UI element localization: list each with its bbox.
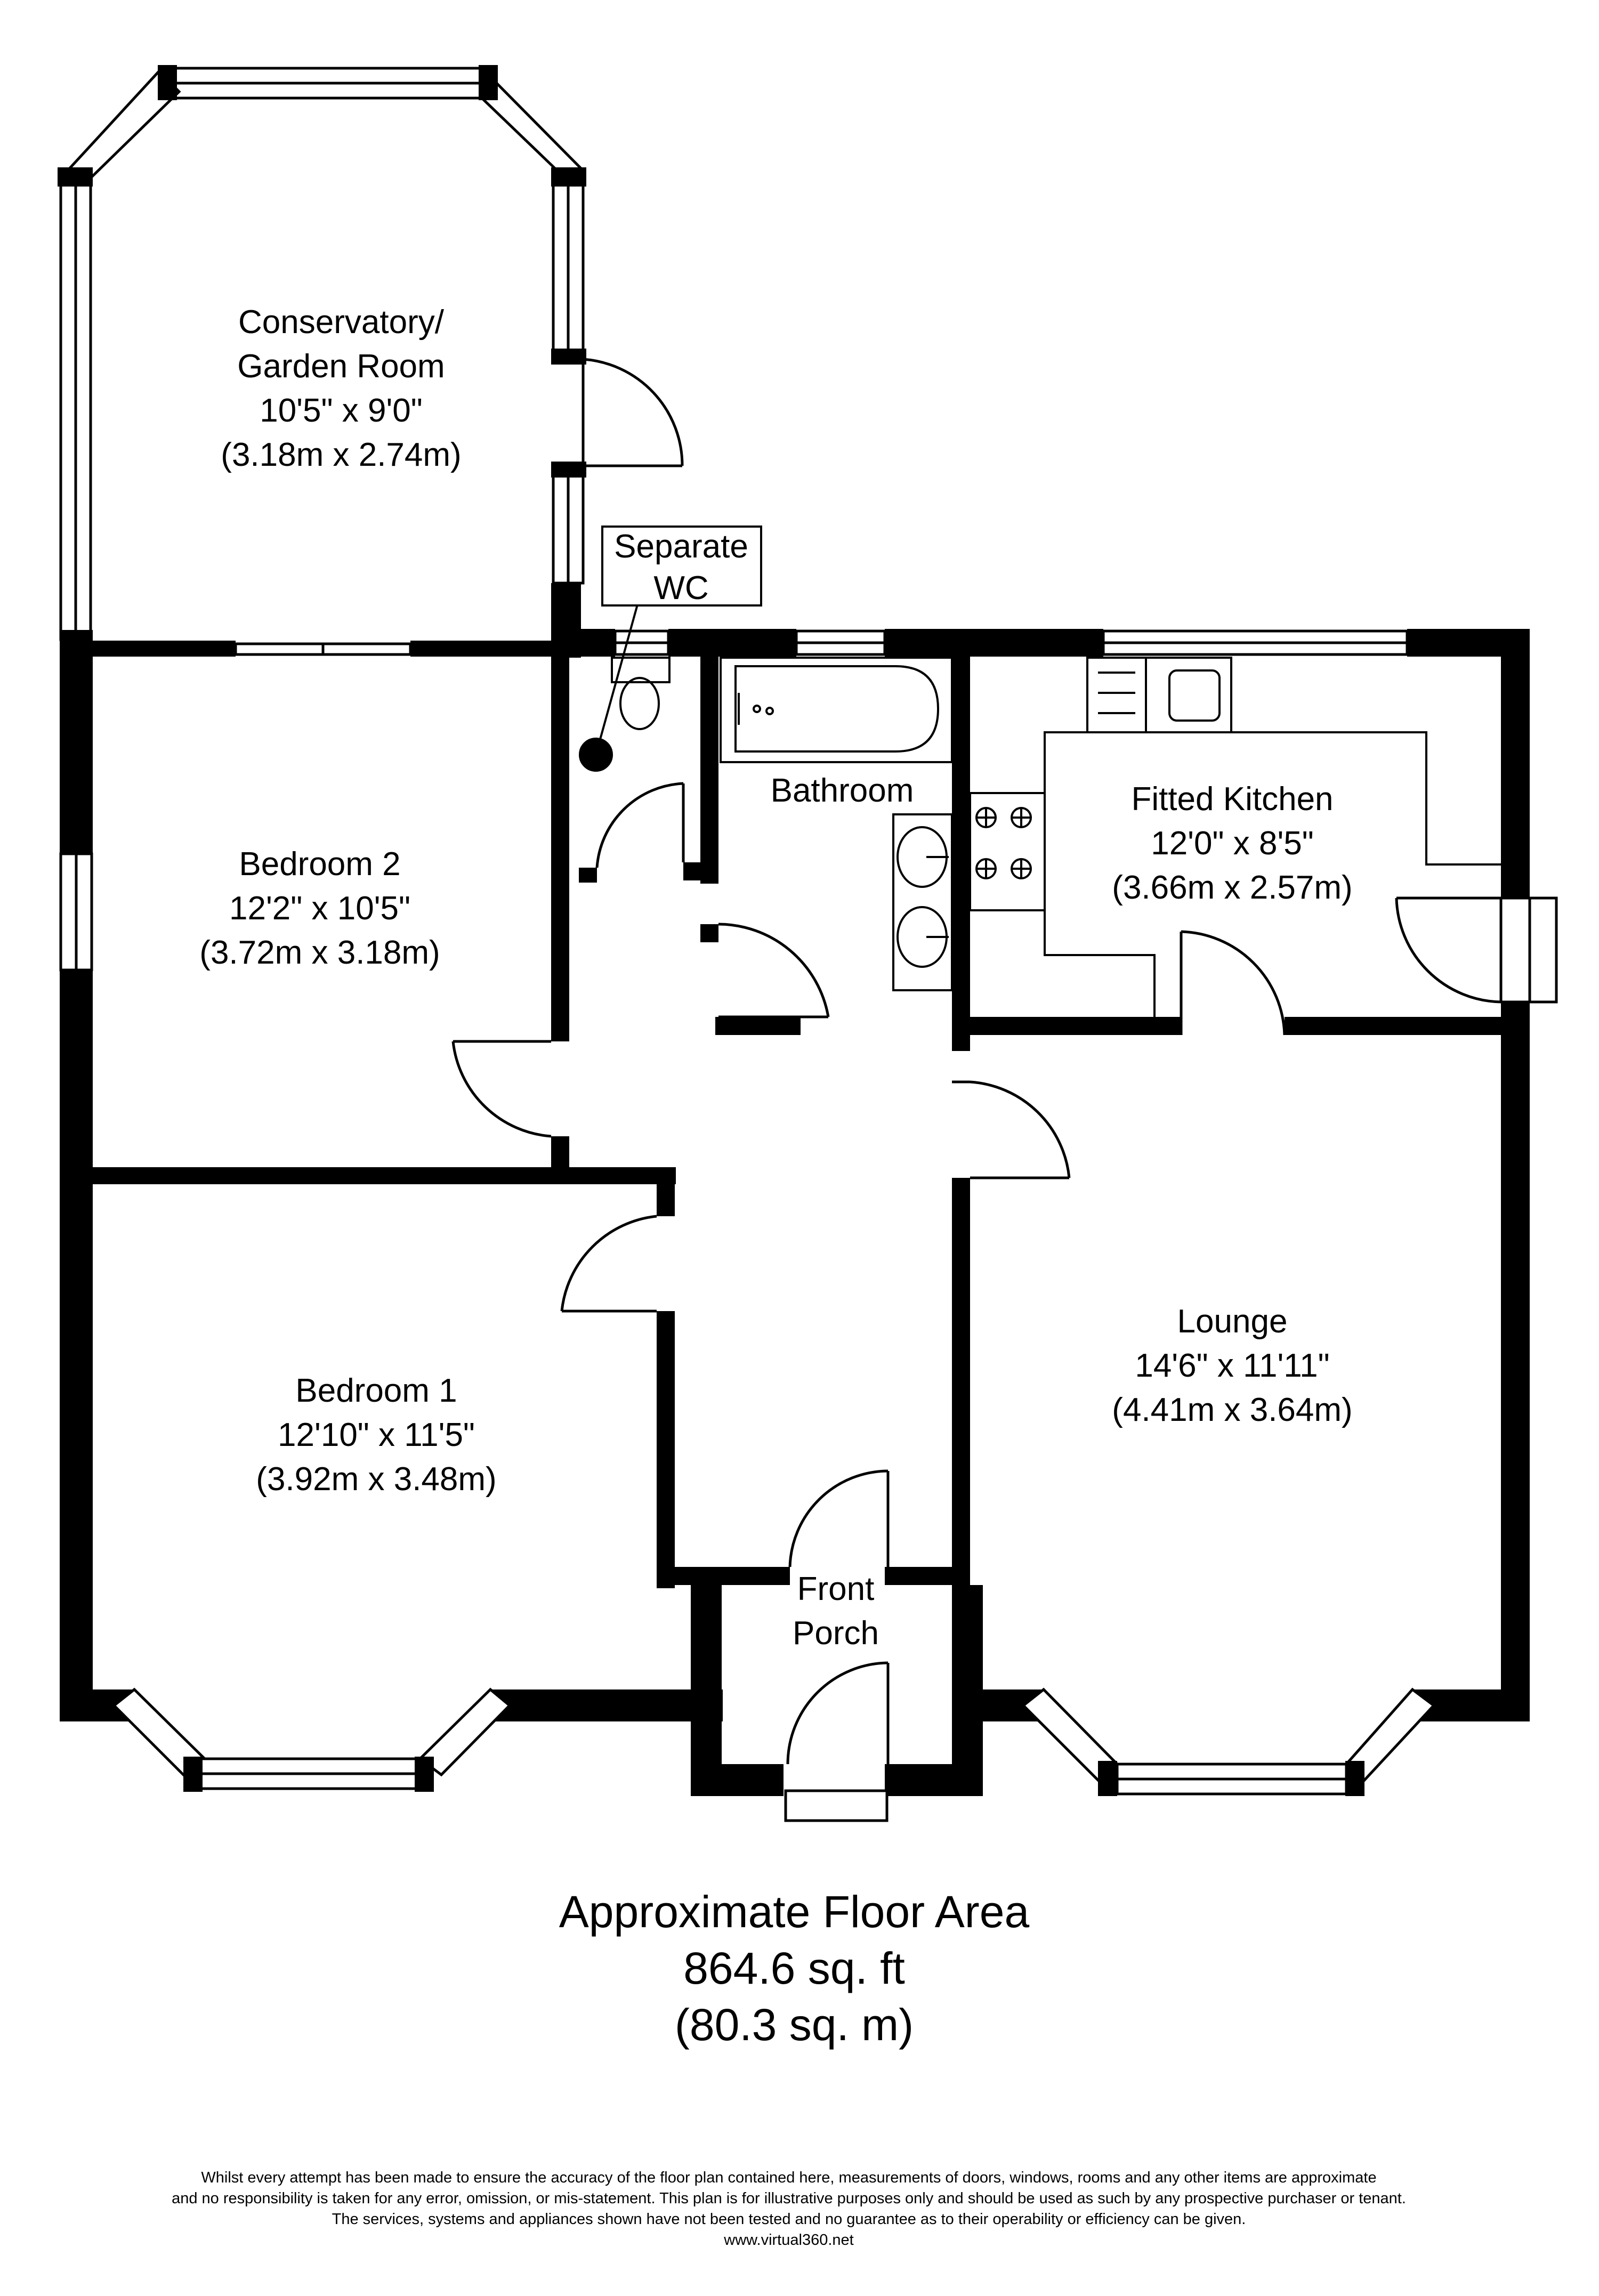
bedroom2-window <box>59 852 93 972</box>
bedroom1-metric: (3.92m x 3.48m) <box>256 1461 496 1498</box>
bedroom1-name: Bedroom 1 <box>295 1372 457 1409</box>
disclaimer: Whilst every attempt has been made to en… <box>172 2169 1406 2249</box>
floor-area-metric: (80.3 sq. m) <box>675 2000 914 2050</box>
wc-icon <box>579 526 762 772</box>
porch-name-line2: Porch <box>793 1615 879 1652</box>
lounge-metric: (4.41m x 3.64m) <box>1112 1392 1352 1428</box>
floor-area: Approximate Floor Area 864.6 sq. ft (80.… <box>559 1887 1030 2050</box>
kitchen-imperial: 12'0" x 8'5" <box>1151 825 1314 862</box>
lounge-label: Lounge 14'6" x 11'11" (4.41m x 3.64m) <box>1112 1303 1352 1428</box>
main-walls <box>60 583 1530 1796</box>
kitchen-side-door <box>1395 896 1558 1004</box>
lounge-bay-pillars <box>1098 1761 1364 1796</box>
floor-area-imperial: 864.6 sq. ft <box>683 1943 905 1993</box>
bedroom2-imperial: 12'2" x 10'5" <box>229 890 410 927</box>
bath-icon <box>720 657 953 763</box>
porch-label: Front Porch <box>793 1571 879 1652</box>
disclaimer-website: www.virtual360.net <box>723 2232 853 2249</box>
bedroom1-imperial: 12'10" x 11'5" <box>278 1417 475 1453</box>
bedroom2-name: Bedroom 2 <box>239 846 400 883</box>
floor-area-title: Approximate Floor Area <box>559 1887 1030 1937</box>
top-windows <box>613 629 1409 656</box>
disclaimer-line3: The services, systems and appliances sho… <box>332 2211 1246 2228</box>
bedroom2-label: Bedroom 2 12'2" x 10'5" (3.72m x 3.18m) <box>199 846 440 971</box>
bedroom2-metric: (3.72m x 3.18m) <box>199 934 440 971</box>
lounge-imperial: 14'6" x 11'11" <box>1135 1347 1329 1384</box>
lounge-name: Lounge <box>1177 1303 1288 1340</box>
kitchen-name: Fitted Kitchen <box>1131 781 1333 818</box>
conservatory-metric: (3.18m x 2.74m) <box>221 436 461 473</box>
conservatory-label: Conservatory/ Garden Room 10'5" x 9'0" (… <box>221 304 461 473</box>
conservatory-imperial: 10'5" x 9'0" <box>260 392 423 429</box>
kitchen-label: Fitted Kitchen 12'0" x 8'5" (3.66m x 2.5… <box>1112 781 1352 906</box>
bedroom1-label: Bedroom 1 12'10" x 11'5" (3.92m x 3.48m) <box>256 1372 496 1498</box>
wc-name-line2: WC <box>653 570 708 607</box>
disclaimer-line2: and no responsibility is taken for any e… <box>172 2190 1406 2207</box>
doors <box>451 782 1286 1822</box>
bathroom-label: Bathroom <box>771 772 914 809</box>
kitchen-units <box>969 657 1501 1017</box>
porch-name-line1: Front <box>797 1571 875 1607</box>
conservatory-walls <box>58 64 586 641</box>
wc-name-line1: Separate <box>614 528 748 565</box>
conservatory-name-line2: Garden Room <box>237 348 445 385</box>
disclaimer-line1: Whilst every attempt has been made to en… <box>201 2169 1376 2186</box>
separate-wc-label: Separate WC <box>614 528 748 607</box>
sliding-doors <box>234 642 412 656</box>
bedroom1-bay <box>112 1687 512 1790</box>
bedroom1-bay-pillars <box>183 1757 434 1792</box>
lounge-bay <box>1021 1687 1436 1796</box>
basin-icons <box>892 813 953 991</box>
conservatory-door <box>582 358 684 467</box>
bathroom-name: Bathroom <box>771 772 914 809</box>
conservatory-name-line1: Conservatory/ <box>238 304 445 341</box>
conservatory-pillars <box>58 65 586 478</box>
kitchen-metric: (3.66m x 2.57m) <box>1112 869 1352 906</box>
